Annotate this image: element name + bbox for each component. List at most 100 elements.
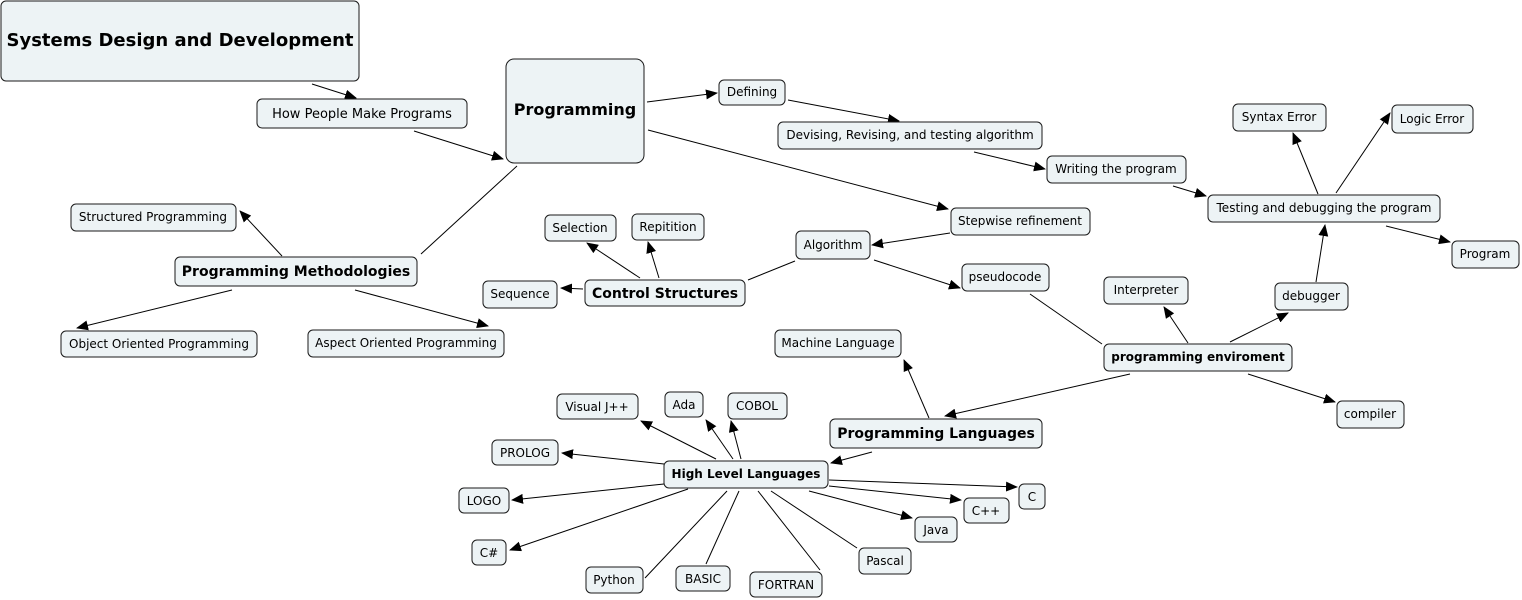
node-label: C++ (972, 504, 1001, 518)
node-label: debugger (1282, 289, 1340, 303)
node-label: Structured Programming (79, 210, 227, 224)
node-systems-design[interactable]: Systems Design and Development (0, 0, 360, 82)
edge-debugger-testing (1315, 224, 1329, 283)
node-csharp[interactable]: C# (471, 539, 507, 566)
node-cobol[interactable]: COBOL (727, 392, 788, 420)
node-machine-language[interactable]: Machine Language (774, 329, 902, 358)
edge-env-compiler (1247, 373, 1336, 404)
node-label: Object Oriented Programming (69, 337, 249, 351)
edge-programming-defining (646, 89, 718, 103)
node-structured-programming[interactable]: Structured Programming (70, 203, 237, 232)
node-pseudocode[interactable]: pseudocode (961, 263, 1050, 292)
edge-methodologies-aop (354, 289, 489, 328)
edge-testing-program (1385, 225, 1451, 245)
edge-high-java (808, 490, 913, 521)
edge-high-cpp (828, 485, 962, 504)
node-label: Devising, Revising, and testing algorith… (786, 128, 1033, 142)
edge-high-prolog (561, 449, 665, 465)
node-label: Repitition (639, 220, 696, 234)
node-label: PROLOG (500, 446, 550, 460)
edge-algorithm-pseudocode (873, 259, 961, 290)
node-testing-debugging[interactable]: Testing and debugging the program (1207, 194, 1441, 223)
node-label: High Level Languages (672, 467, 821, 481)
node-cpp[interactable]: C++ (963, 497, 1010, 524)
node-label: Systems Design and Development (7, 30, 354, 51)
edge-methodologies-oop (76, 289, 233, 331)
node-visual-j[interactable]: Visual J++ (556, 393, 639, 420)
node-syntax-error[interactable]: Syntax Error (1232, 103, 1327, 132)
node-label: Machine Language (781, 336, 894, 350)
node-logo[interactable]: LOGO (458, 487, 510, 514)
node-label: Selection (552, 221, 607, 235)
node-aspect-oriented-programming[interactable]: Aspect Oriented Programming (307, 329, 505, 358)
node-label: Writing the program (1055, 162, 1176, 176)
edge-proglang-machine (903, 359, 930, 419)
node-label: programming enviroment (1111, 350, 1285, 364)
node-python[interactable]: Python (585, 566, 644, 594)
edge-defining-devising (787, 99, 900, 124)
edge-high-csharp (509, 488, 689, 552)
edge-control-selection (586, 242, 641, 279)
node-label: Defining (727, 85, 777, 99)
node-object-oriented-programming[interactable]: Object Oriented Programming (60, 330, 258, 358)
edge-algorithm-control (747, 260, 796, 281)
edge-high-visualj (640, 420, 717, 460)
node-programming-languages[interactable]: Programming Languages (829, 418, 1043, 449)
node-program[interactable]: Program (1451, 240, 1520, 269)
node-java[interactable]: Java (914, 516, 958, 543)
node-pascal[interactable]: Pascal (858, 547, 912, 575)
edge-high-pascal (770, 490, 858, 549)
node-sequence[interactable]: Sequence (482, 280, 558, 309)
edge-systems-howpeople (311, 83, 357, 100)
node-label: Programming Languages (837, 426, 1035, 442)
node-repitition[interactable]: Repitition (631, 213, 705, 241)
edge-control-sequence (560, 283, 584, 294)
node-label: Control Structures (592, 286, 738, 302)
edge-high-ada (705, 419, 734, 460)
node-devising[interactable]: Devising, Revising, and testing algorith… (777, 121, 1043, 150)
edge-high-python (644, 490, 728, 579)
node-defining[interactable]: Defining (718, 79, 786, 106)
node-label: Java (922, 523, 948, 537)
node-label: Sequence (490, 287, 549, 301)
node-label: BASIC (685, 572, 721, 586)
node-programming-methodologies[interactable]: Programming Methodologies (174, 256, 418, 287)
edge-high-logo (511, 483, 665, 504)
edge-control-repitition (646, 241, 660, 279)
node-high-level-languages[interactable]: High Level Languages (663, 460, 829, 489)
connections (76, 83, 1451, 579)
node-interpreter[interactable]: Interpreter (1103, 276, 1189, 305)
node-algorithm[interactable]: Algorithm (795, 230, 871, 260)
node-label: Algorithm (804, 238, 863, 252)
edge-proglang-highlevel (830, 451, 873, 465)
node-how-people-make-programs[interactable]: How People Make Programs (256, 98, 468, 129)
node-programming-environment[interactable]: programming enviroment (1103, 343, 1293, 372)
edge-testing-logic (1335, 112, 1391, 194)
node-control-structures[interactable]: Control Structures (584, 279, 746, 307)
node-label: Python (593, 573, 635, 587)
edge-testing-syntax (1292, 132, 1319, 195)
node-label: Programming (514, 100, 636, 119)
node-c[interactable]: C (1018, 483, 1046, 510)
node-logic-error[interactable]: Logic Error (1391, 104, 1474, 134)
node-stepwise-refinement[interactable]: Stepwise refinement (950, 207, 1091, 236)
node-label: pseudocode (969, 270, 1042, 284)
node-compiler[interactable]: compiler (1336, 400, 1405, 429)
node-label: Ada (673, 398, 696, 412)
node-programming[interactable]: Programming (505, 58, 645, 164)
node-fortran[interactable]: FORTRAN (749, 571, 823, 598)
node-prolog[interactable]: PROLOG (491, 439, 559, 466)
node-label: compiler (1344, 407, 1396, 421)
edge-env-interpreter (1163, 306, 1189, 344)
node-writing-the-program[interactable]: Writing the program (1046, 155, 1187, 184)
node-selection[interactable]: Selection (544, 214, 617, 242)
node-ada[interactable]: Ada (664, 391, 704, 418)
node-basic[interactable]: BASIC (675, 565, 731, 592)
node-label: Aspect Oriented Programming (315, 336, 497, 350)
edge-high-c (828, 479, 1018, 492)
node-label: Syntax Error (1242, 110, 1317, 124)
edge-programming-methodologies (420, 165, 518, 255)
node-debugger[interactable]: debugger (1274, 282, 1349, 311)
node-label: COBOL (736, 399, 778, 413)
